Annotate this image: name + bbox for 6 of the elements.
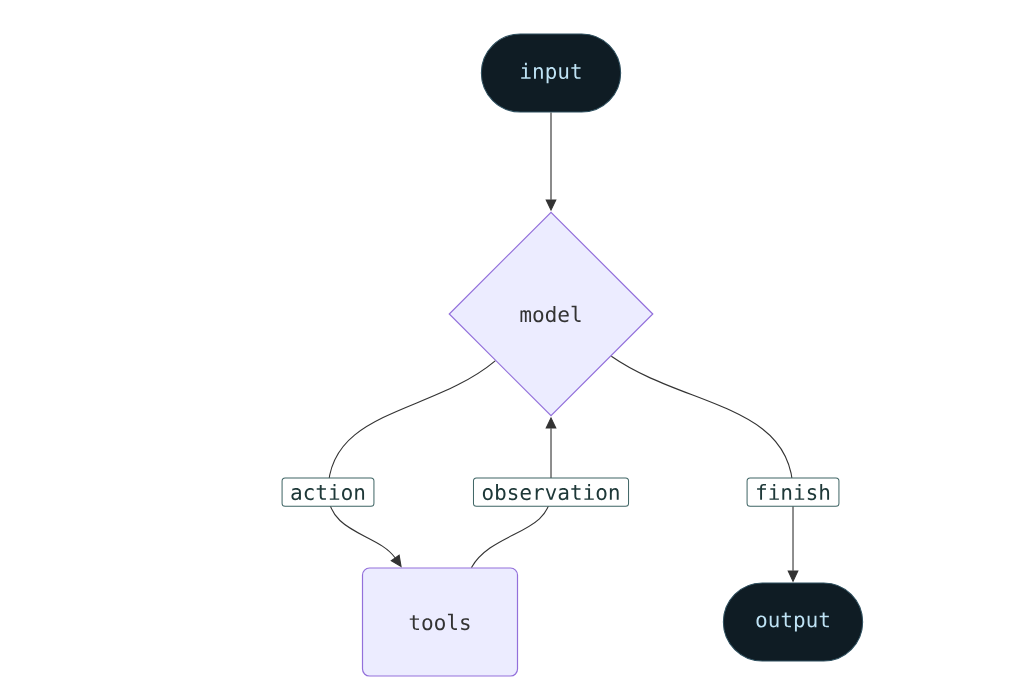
terminal-pill: input <box>480 33 622 113</box>
edge-label: observation <box>472 477 630 507</box>
edge-label: action <box>281 477 375 507</box>
edge-label: finish <box>746 477 840 507</box>
process-box: tools <box>361 567 519 677</box>
terminal-pill: output <box>722 582 864 662</box>
